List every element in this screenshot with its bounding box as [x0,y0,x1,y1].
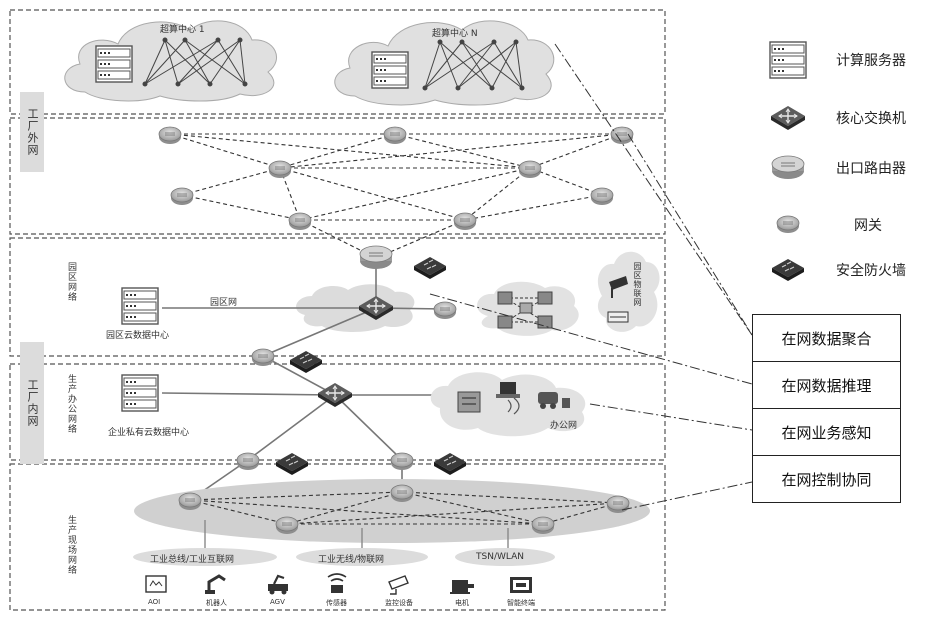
legend-firewall-label: 安全防火墙 [836,263,906,279]
bus-industrial-ellipse [133,548,277,566]
zone-label-park: 园区网络 [66,262,76,302]
wan-links [169,133,623,259]
cluster-mesh-n [422,39,525,91]
switch-icon [760,98,816,138]
sensor-icon [327,573,347,593]
field-zone [9,463,666,611]
function-box-inference: 在网数据推理 [752,361,901,409]
monitor-icon [388,575,409,595]
function-box-aggregation: 在网数据聚合 [752,314,901,362]
office-devices [457,382,570,415]
firewall-icon [413,256,447,280]
function-box-awareness: 在网业务感知 [752,408,901,456]
zone-label-field: 生产现场网络 [66,515,76,575]
firewall-icon [760,250,816,290]
gateway-icon [606,495,630,514]
motor-icon [450,580,474,594]
gateway-icon [531,516,555,535]
agv-icon [268,574,288,595]
park-net-label: 园区网 [210,298,238,308]
iot-label: 园区物联网 [633,262,642,307]
cloud-label-1: 超算中心 1 [160,25,205,35]
device-label: 传感器 [326,599,347,607]
park-zone [9,237,666,357]
firewall-icon [289,350,323,374]
server-icon [95,45,133,83]
server-icon [121,287,159,325]
router-icon [359,245,393,270]
firewall-icon [433,452,467,476]
gateway-icon [236,452,260,471]
gateway-icon [288,212,312,231]
cluster-mesh-1 [142,37,248,87]
gateway-icon [610,126,634,145]
legend-gateway-label: 网关 [854,218,882,234]
bus-tsn-label: TSN/WLAN [476,552,524,562]
device-label: 监控设备 [385,599,413,607]
cloud-label-n: 超算中心 N [432,29,478,39]
legend-router-label: 出口路由器 [836,161,906,177]
terminal-icon [510,577,532,593]
device-label: AOI [148,598,161,606]
server-icon [760,40,816,80]
legend-server: 计算服务器 [760,40,906,80]
legend-core-switch-label: 核心交换机 [836,111,906,127]
legend-core-switch: 核心交换机 [760,98,906,138]
bus-tsn-ellipse [455,548,555,566]
zone-label-inside: 工厂内网 [20,342,44,464]
zone-label-office: 生产办公网络 [66,374,76,434]
bus-wireless-ellipse [296,548,428,566]
function-box-control: 在网控制协同 [752,455,901,503]
office-cloud [430,372,586,437]
supercomputing-zone [9,9,666,115]
office-net-label: 办公网 [550,421,578,431]
factory-outside-zone [9,117,666,235]
device-label: 电机 [455,599,469,607]
router-icon [760,148,816,188]
gateway-icon [383,126,407,145]
gateway-icon [518,160,542,179]
iot-side-cloud [597,251,660,332]
gateway-icon [275,516,299,535]
legend-server-label: 计算服务器 [836,53,906,69]
device-label: 智能终端 [507,599,535,607]
gateway-icon [590,187,614,206]
enterprise-dc-label: 企业私有云数据中心 [108,428,190,438]
device-label: AGV [270,598,285,606]
firewall-icon [275,452,309,476]
bus-drops [204,520,509,550]
bus-industrial-label: 工业总线/工业互联网 [150,555,235,565]
gateway-icon [433,301,457,320]
field-links [189,491,619,525]
bus-wireless-label: 工业无线/物联网 [318,555,385,565]
park-dc-label: 园区云数据中心 [106,331,170,341]
gateway-icon [178,492,202,511]
field-network-ellipse [134,479,650,543]
aoi-icon [145,575,167,593]
iot-devices [497,276,629,329]
gateway-icon [268,160,292,179]
zone-label-outside: 工厂外网 [20,92,44,172]
function-connectors [429,43,753,511]
gateway-icon [390,484,414,503]
device-label: 机器人 [206,599,227,607]
robot-icon [205,574,226,594]
legend-firewall: 安全防火墙 [760,250,906,290]
legend-router: 出口路由器 [760,148,906,188]
park-links [161,260,446,501]
gateway-icon [170,187,194,206]
gateway-icon [390,452,414,471]
legend-gateway: 网关 [760,205,882,245]
gateway-icon [760,205,816,245]
server-icon [371,51,409,89]
gateway-icon [251,348,275,367]
server-icon [121,374,159,412]
gateway-icon [158,126,182,145]
gateway-icon [453,212,477,231]
